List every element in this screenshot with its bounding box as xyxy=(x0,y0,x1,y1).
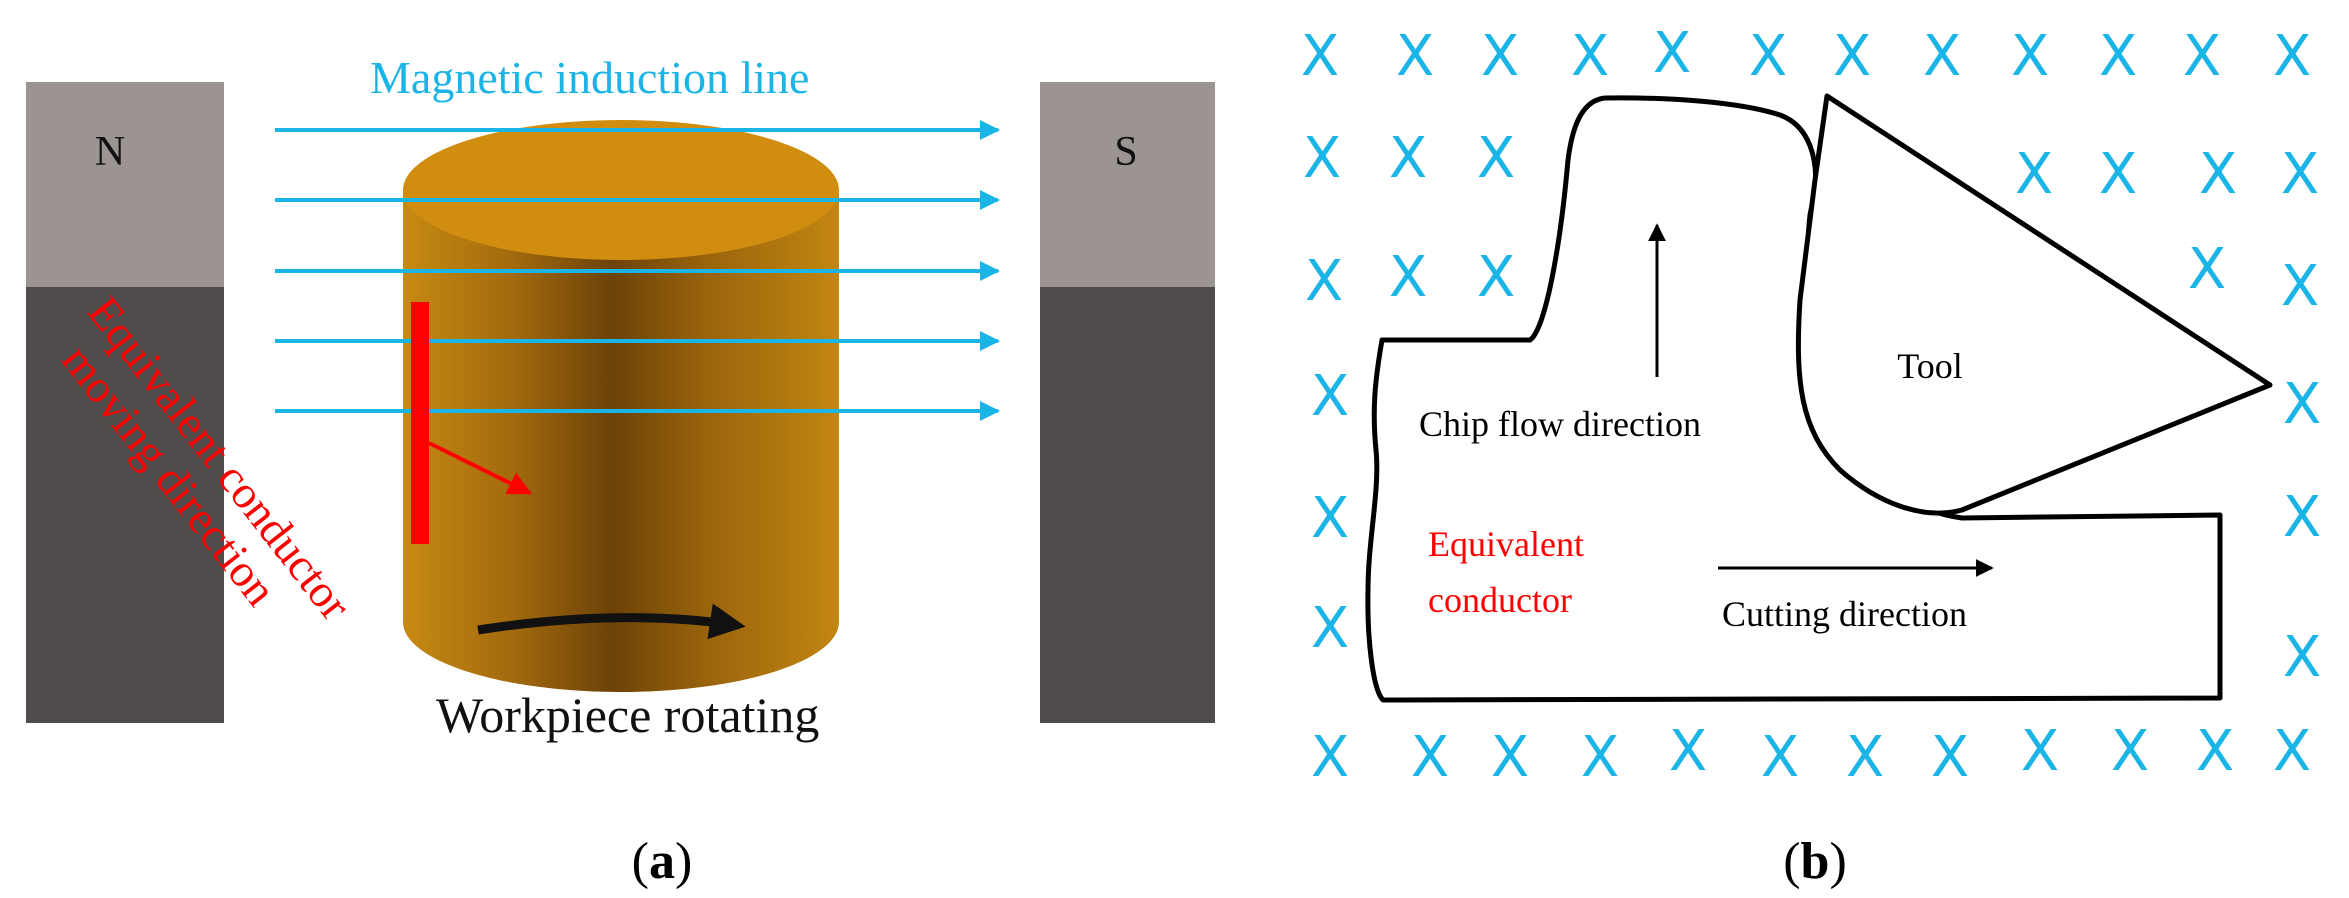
field-cross-symbol: X xyxy=(1491,725,1529,790)
field-cross-symbol: X xyxy=(1311,364,1349,429)
field-cross-symbol: X xyxy=(1761,725,1799,790)
equivalent-conductor-line2: conductor xyxy=(1428,580,1572,620)
chip-flow-label: Chip flow direction xyxy=(1419,404,1701,444)
field-cross-symbol: X xyxy=(2273,719,2311,784)
workpiece-cylinder xyxy=(403,120,839,692)
equivalent-conductor-bar xyxy=(411,302,429,544)
field-cross-symbol: X xyxy=(1653,21,1691,86)
tool-shape xyxy=(1795,93,2273,516)
field-cross-symbol: X xyxy=(2099,24,2137,89)
magnetic-line-label: Magnetic induction line xyxy=(370,52,809,103)
field-cross-symbol: X xyxy=(1389,245,1427,310)
field-cross-symbol: X xyxy=(1305,249,1343,314)
magnet-south-body xyxy=(1040,287,1215,723)
field-cross-symbol: X xyxy=(1581,725,1619,790)
field-cross-symbol: X xyxy=(1481,24,1519,89)
magnet-north: N xyxy=(26,82,224,723)
field-cross-symbol: X xyxy=(2283,625,2321,690)
field-cross-symbol: X xyxy=(2283,485,2321,550)
pole-north-label: N xyxy=(95,129,125,175)
cutting-direction-label: Cutting direction xyxy=(1722,594,1967,634)
magnet-north-top xyxy=(26,82,224,287)
field-cross-symbol: X xyxy=(2281,142,2319,207)
field-cross-symbol: X xyxy=(1833,24,1871,89)
equivalent-conductor-line1: Equivalent xyxy=(1428,524,1584,564)
field-cross-symbol: X xyxy=(1396,24,1434,89)
field-cross-symbol: X xyxy=(1923,24,1961,89)
field-cross-symbol: X xyxy=(2183,24,2221,89)
field-cross-symbol: X xyxy=(2011,24,2049,89)
field-cross-symbol: X xyxy=(1311,725,1349,790)
magnet-south: S xyxy=(1040,82,1215,723)
field-cross-symbol: X xyxy=(1931,725,1969,790)
caption-b: (b) xyxy=(1783,833,1847,890)
field-cross-symbol: X xyxy=(1749,24,1787,89)
field-cross-symbol: X xyxy=(2196,719,2234,784)
field-cross-symbol: X xyxy=(1669,719,1707,784)
field-cross-symbol: X xyxy=(1389,126,1427,191)
field-cross-symbol: X xyxy=(2021,719,2059,784)
cylinder-body xyxy=(403,190,839,692)
magnet-south-top xyxy=(1040,82,1215,287)
conductor-motion-arrow xyxy=(428,441,533,495)
field-cross-symbol: X xyxy=(1311,596,1349,661)
field-cross-symbol: X xyxy=(1301,24,1339,89)
magnet-north-body xyxy=(26,287,224,723)
field-cross-symbol: X xyxy=(2283,372,2321,437)
field-cross-symbol: X xyxy=(2111,719,2149,784)
cylinder-top xyxy=(403,120,839,260)
field-cross-symbol: X xyxy=(2281,254,2319,319)
field-cross-symbol: X xyxy=(1311,486,1349,551)
field-cross-symbol: X xyxy=(1477,126,1515,191)
panel-b: Tool Chip flow direction Equivalent cond… xyxy=(1301,21,2321,890)
rotation-arrow xyxy=(477,603,746,640)
tool-label: Tool xyxy=(1897,346,1962,386)
field-cross-symbol: X xyxy=(1303,126,1341,191)
caption-a: (a) xyxy=(632,833,693,890)
field-cross-symbol: X xyxy=(2188,237,2226,302)
field-cross-symbol: X xyxy=(1571,24,1609,89)
pole-south-label: S xyxy=(1114,129,1137,175)
field-cross-symbol: X xyxy=(1846,725,1884,790)
workpiece-rotating-label: Workpiece rotating xyxy=(436,687,819,743)
field-cross-symbol: X xyxy=(2099,142,2137,207)
field-cross-symbol: X xyxy=(1411,725,1449,790)
field-cross-symbol: X xyxy=(2199,142,2237,207)
panel-a: N S Magnetic induction line Equiv xyxy=(26,52,1215,890)
field-cross-symbol: X xyxy=(2015,142,2053,207)
field-cross-symbol: X xyxy=(2273,24,2311,89)
magnetic-induction-lines xyxy=(275,120,1000,421)
field-cross-symbol: X xyxy=(1477,245,1515,310)
